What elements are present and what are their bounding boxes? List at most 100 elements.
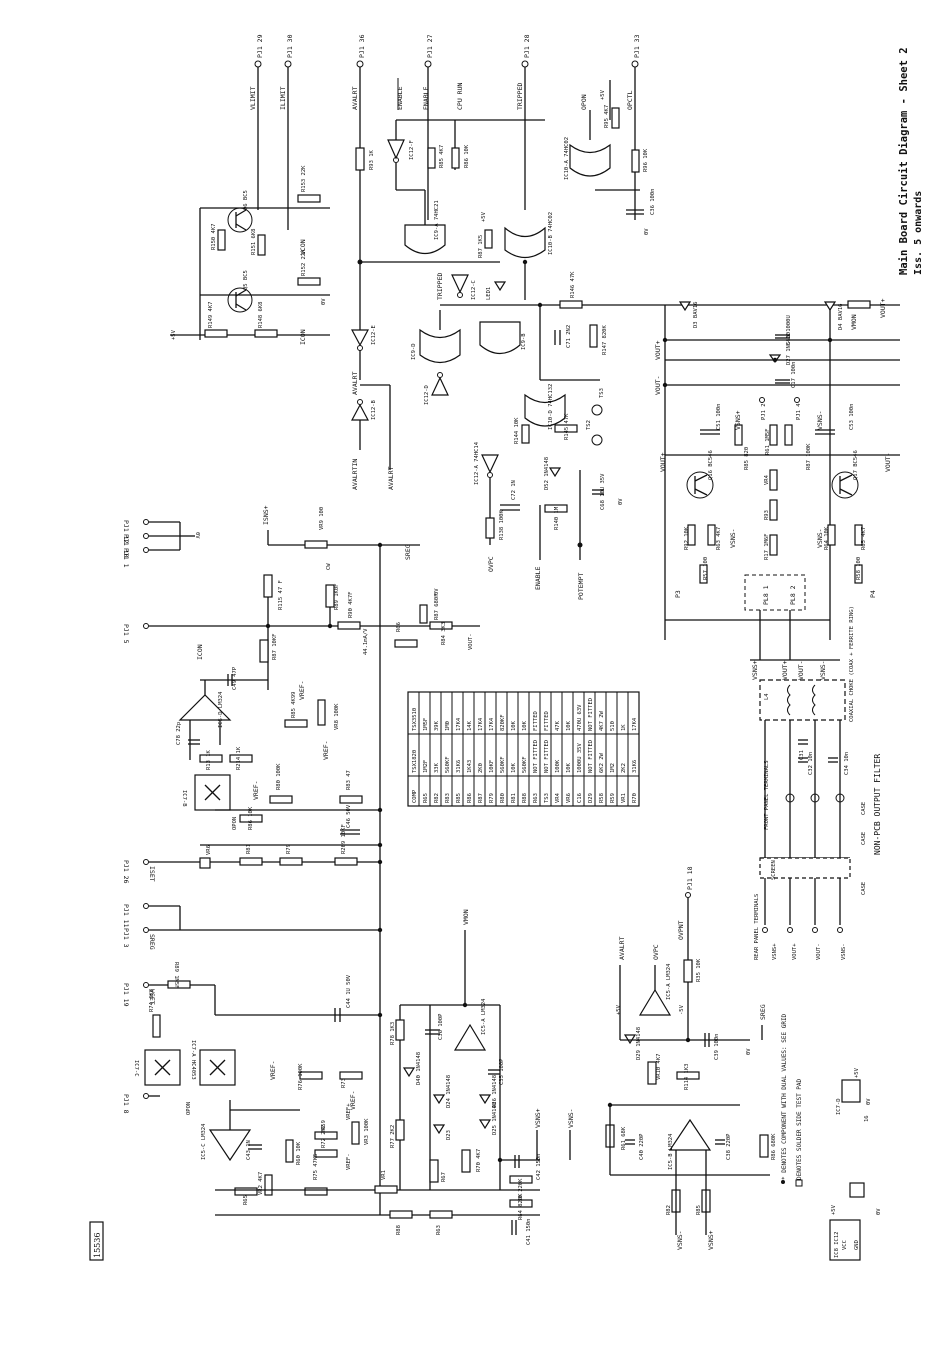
svg-text:R144 10K: R144 10K xyxy=(514,417,520,444)
svg-text:R85: R85 xyxy=(696,1205,702,1215)
ic12-b-inverter: IC12-B AVALRTIN xyxy=(351,399,377,490)
resistor-r95 xyxy=(611,107,620,129)
svg-text:R149 4K7: R149 4K7 xyxy=(208,302,214,329)
svg-text:R93 1K: R93 1K xyxy=(369,149,375,170)
svg-text:ENABLE: ENABLE xyxy=(534,566,542,590)
svg-text:R89 1M5F: R89 1M5F xyxy=(173,962,179,989)
transistor-q6: Q6 BC5 xyxy=(227,190,253,233)
svg-text:PJ1 2: PJ1 2 xyxy=(761,403,767,420)
svg-text:PJ1 5: PJ1 5 xyxy=(122,624,130,644)
svg-text:AVALRT: AVALRT xyxy=(387,466,395,490)
table-header-cell: COMP xyxy=(412,789,418,803)
table-cell: 1M2 xyxy=(610,763,616,773)
table-cell: 4K7 2W xyxy=(599,710,605,731)
ic5-a-comparator: IC5-A LM324 xyxy=(638,963,672,1016)
svg-text:CASE: CASE xyxy=(861,802,867,815)
svg-text:IC7-D: IC7-D xyxy=(836,1098,842,1115)
svg-text:IC10-B 74HC02: IC10-B 74HC02 xyxy=(548,212,554,255)
svg-text:R115 47 F: R115 47 F xyxy=(278,580,284,610)
table-cell: R80 xyxy=(500,793,506,803)
svg-text:C36 100P: C36 100P xyxy=(438,1013,444,1040)
table-header-cell: TSX1820 xyxy=(412,750,418,773)
svg-text:R86 10K: R86 10K xyxy=(464,144,470,168)
table-cell: 560KF xyxy=(500,756,506,773)
table-cell: 560KF xyxy=(522,756,528,773)
svg-text:VOUT-: VOUT- xyxy=(468,633,474,650)
svg-text:Q6 BC5: Q6 BC5 xyxy=(243,190,249,210)
svg-text:R87 680F: R87 680F xyxy=(434,594,440,621)
svg-text:R152 22K: R152 22K xyxy=(301,249,307,276)
resistor-r93 xyxy=(355,147,365,171)
svg-text:VSNS-: VSNS- xyxy=(841,943,847,960)
svg-text:C36 100n: C36 100n xyxy=(650,189,656,216)
table-cell: FITTED xyxy=(533,711,539,731)
svg-text:R78 1K3: R78 1K3 xyxy=(390,1022,396,1045)
svg-text:PL8 1: PL8 1 xyxy=(762,585,770,605)
table-cell: 6K2 2W xyxy=(599,752,605,773)
svg-text:R85 4K99: R85 4K99 xyxy=(291,692,297,719)
svg-text:VSNS+: VSNS+ xyxy=(751,660,759,680)
table-cell: R86 xyxy=(467,793,473,803)
svg-text:IC7-B: IC7-B xyxy=(181,790,187,807)
svg-text:VSET: VSET xyxy=(148,989,156,1005)
bottom-left-section: C44 1U 50V R74 6K8 IC7-C IC7-A HC4053 OP… xyxy=(133,974,540,1235)
svg-text:C32 10n: C32 10n xyxy=(808,752,814,775)
table-cell: 10K xyxy=(566,762,572,773)
svg-text:VSNS-: VSNS- xyxy=(816,410,824,430)
table-cell: R87 xyxy=(478,793,484,803)
svg-text:R96 10K: R96 10K xyxy=(643,148,649,172)
svg-text:R76 100K: R76 100K xyxy=(298,1063,304,1090)
svg-text:ENABLE: ENABLE xyxy=(396,86,404,110)
table-cell: 39K xyxy=(434,720,440,731)
svg-text:VOUT+: VOUT+ xyxy=(654,340,662,360)
table-header-cell: TSX3510 xyxy=(412,708,418,731)
svg-text:VLIMIT: VLIMIT xyxy=(249,86,257,110)
resistor-r146 xyxy=(559,300,583,309)
svg-text:R214 1K: R214 1K xyxy=(236,746,242,770)
svg-text:0V: 0V xyxy=(321,298,327,305)
ic5-b-opamp: IC5-B LM324 xyxy=(668,1118,712,1170)
svg-text:+5V: +5V xyxy=(171,329,177,340)
svg-text:TRIPPED: TRIPPED xyxy=(436,273,444,300)
ic7-c-switch: IC7-C xyxy=(133,1049,181,1086)
svg-text:CASE: CASE xyxy=(861,882,867,895)
svg-text:R73: R73 xyxy=(341,1078,347,1088)
svg-text:VSNS-: VSNS- xyxy=(567,1108,575,1128)
table-cell: R70 xyxy=(632,793,638,803)
svg-text:R81: R81 xyxy=(246,844,252,854)
table-cell: 560KF xyxy=(445,756,451,773)
svg-text:R85 820: R85 820 xyxy=(744,447,750,470)
svg-text:VREF-: VREF- xyxy=(349,1090,357,1110)
svg-text:R138 100K: R138 100K xyxy=(499,510,505,540)
table-cell: 1M5F xyxy=(423,718,429,731)
svg-text:P3: P3 xyxy=(674,590,682,598)
svg-text:+5V: +5V xyxy=(481,211,487,222)
output-section: D3 BAV16 D4 BAV16 VMON VOUT+ C16 1000U D… xyxy=(654,298,900,660)
svg-text:IC12-F: IC12-F xyxy=(409,140,415,160)
svg-text:AVALRT: AVALRT xyxy=(618,936,626,960)
svg-text:R65 4K7: R65 4K7 xyxy=(861,527,867,550)
svg-text:POTEMPT: POTEMPT xyxy=(577,573,585,600)
table-cell: 17K4 xyxy=(489,717,495,731)
title-line-2: Iss. 5 onwards xyxy=(913,191,924,275)
svg-text:VCC: VCC xyxy=(842,1240,848,1250)
svg-text:R74 6K8: R74 6K8 xyxy=(149,989,155,1012)
resistor-r85 xyxy=(427,147,436,169)
svg-text:R63: R63 xyxy=(436,1225,442,1235)
svg-text:OPON: OPON xyxy=(186,1102,192,1115)
table-cell: R59 xyxy=(610,793,616,803)
svg-text:R70 4K7: R70 4K7 xyxy=(476,1149,482,1172)
svg-text:R35 10K: R35 10K xyxy=(696,958,702,982)
table-cell: 10KF xyxy=(489,760,495,773)
svg-text:VSNS-: VSNS- xyxy=(819,660,827,680)
svg-text:TS2: TS2 xyxy=(586,420,592,430)
svg-text:R92 10K: R92 10K xyxy=(684,526,690,550)
svg-text:R60 10K: R60 10K xyxy=(296,1141,302,1165)
svg-text:REAR PANEL TERMINALS: REAR PANEL TERMINALS xyxy=(754,894,760,960)
svg-text:CASE: CASE xyxy=(861,832,867,845)
svg-text:IC12-B: IC12-B xyxy=(371,399,377,420)
svg-text:R59: R59 xyxy=(321,1120,327,1130)
svg-text:SCREEN: SCREEN xyxy=(771,860,777,880)
table-cell: 10K xyxy=(566,720,572,731)
svg-text:D25 1N4148: D25 1N4148 xyxy=(492,1102,498,1135)
